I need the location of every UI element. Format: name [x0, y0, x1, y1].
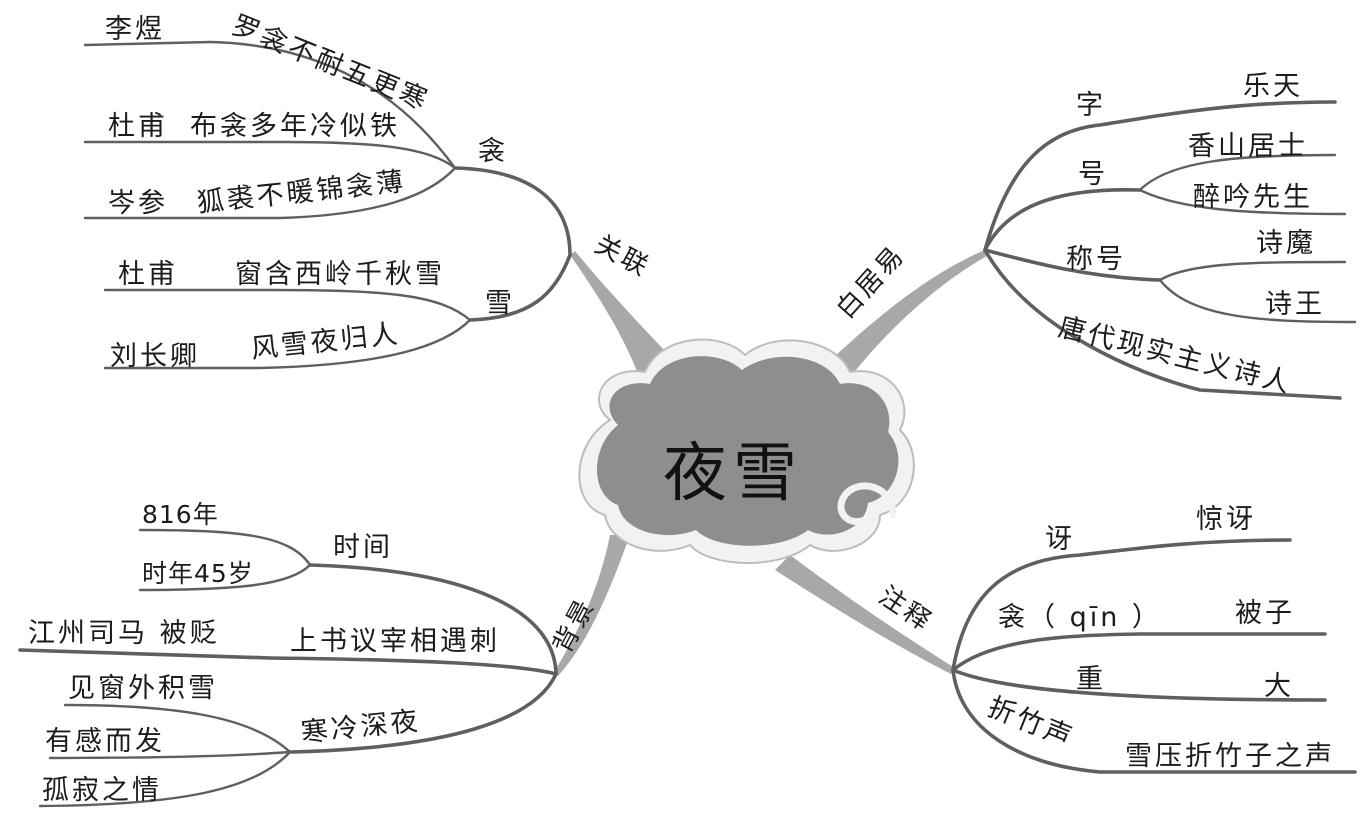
note-term-2: 衾（ qīn ） — [998, 602, 1162, 633]
node-chenghao: 称号 — [1066, 244, 1126, 275]
xue-author-2: 刘长卿 — [110, 341, 200, 372]
branch-zhushi: 注释 讶 惊讶 衾（ qīn ） 被子 重 大 折竹声 雪压折竹子之声 — [873, 504, 1357, 774]
node-hao: 号 — [1078, 159, 1108, 190]
note-term-4: 折竹声 — [983, 692, 1078, 754]
branch-baijuyi: 白居易 字 乐天 号 香山居士 醉吟先生 称号 诗魔 诗王 唐代现实主义诗人 — [831, 71, 1357, 400]
qin-author-1: 李煜 — [105, 14, 165, 45]
branch-guanlian: 关联 衾 雪 李煜 罗衾不耐五更寒 杜甫 布衾多年冷似铁 岑参 狐裘不暖锦衾薄 … — [83, 10, 655, 372]
cloud-swirl — [837, 482, 897, 525]
note-meaning-4: 雪压折竹子之声 — [1125, 741, 1335, 772]
xue-verse-1: 窗含西岭千秋雪 — [235, 259, 445, 290]
zi-value: 乐天 — [1243, 71, 1303, 102]
trunk-beijing — [554, 535, 630, 676]
cloud-body — [597, 356, 899, 546]
hanleng-value-3: 孤寂之情 — [42, 775, 162, 806]
shijian-value-1: 816年 — [142, 500, 219, 529]
qin-verse-2: 布衾多年冷似铁 — [190, 111, 400, 142]
center-title: 夜雪 — [663, 437, 803, 511]
trunk-baijuyi — [805, 250, 987, 398]
xue-author-1: 杜甫 — [118, 259, 178, 290]
qin-verse-1: 罗衾不耐五更寒 — [227, 10, 433, 117]
shangshu-value: 江州司马 被贬 — [28, 618, 220, 649]
hanleng-value-1: 见窗外积雪 — [68, 673, 218, 704]
node-zi: 字 — [1076, 90, 1106, 121]
node-xue: 雪 — [485, 288, 515, 319]
note-meaning-1: 惊讶 — [1196, 504, 1256, 535]
trunk-zhushi — [775, 555, 955, 674]
hanleng-value-2: 有感而发 — [45, 726, 165, 757]
note-term-1: 讶 — [1045, 524, 1075, 555]
node-qin: 衾 — [478, 136, 508, 167]
qin-author-2: 杜甫 — [108, 111, 168, 142]
note-meaning-3: 大 — [1264, 671, 1294, 702]
chenghao-value-1: 诗魔 — [1256, 228, 1316, 259]
qin-verse-3: 狐裘不暖锦衾薄 — [195, 166, 407, 219]
qin-author-3: 岑参 — [108, 188, 168, 219]
node-shijian: 时间 — [333, 532, 393, 563]
node-shangshu: 上书议宰相遇刺 — [290, 626, 500, 657]
hao-value-1: 香山居士 — [1188, 131, 1308, 162]
identity: 唐代现实主义诗人 — [1055, 312, 1295, 400]
center-cloud: 夜雪 — [578, 338, 915, 564]
branch-beijing: 背景 时间 816年 时年45岁 上书议宰相遇刺 江州司马 被贬 寒冷深夜 见窗… — [18, 500, 601, 808]
note-term-3: 重 — [1076, 664, 1106, 695]
branch-label-guanlian: 关联 — [590, 230, 655, 284]
note-meaning-2: 被子 — [1235, 598, 1295, 629]
hao-value-2: 醉吟先生 — [1193, 182, 1313, 213]
chenghao-value-2: 诗王 — [1265, 289, 1325, 320]
shijian-value-2: 时年45岁 — [142, 559, 254, 588]
